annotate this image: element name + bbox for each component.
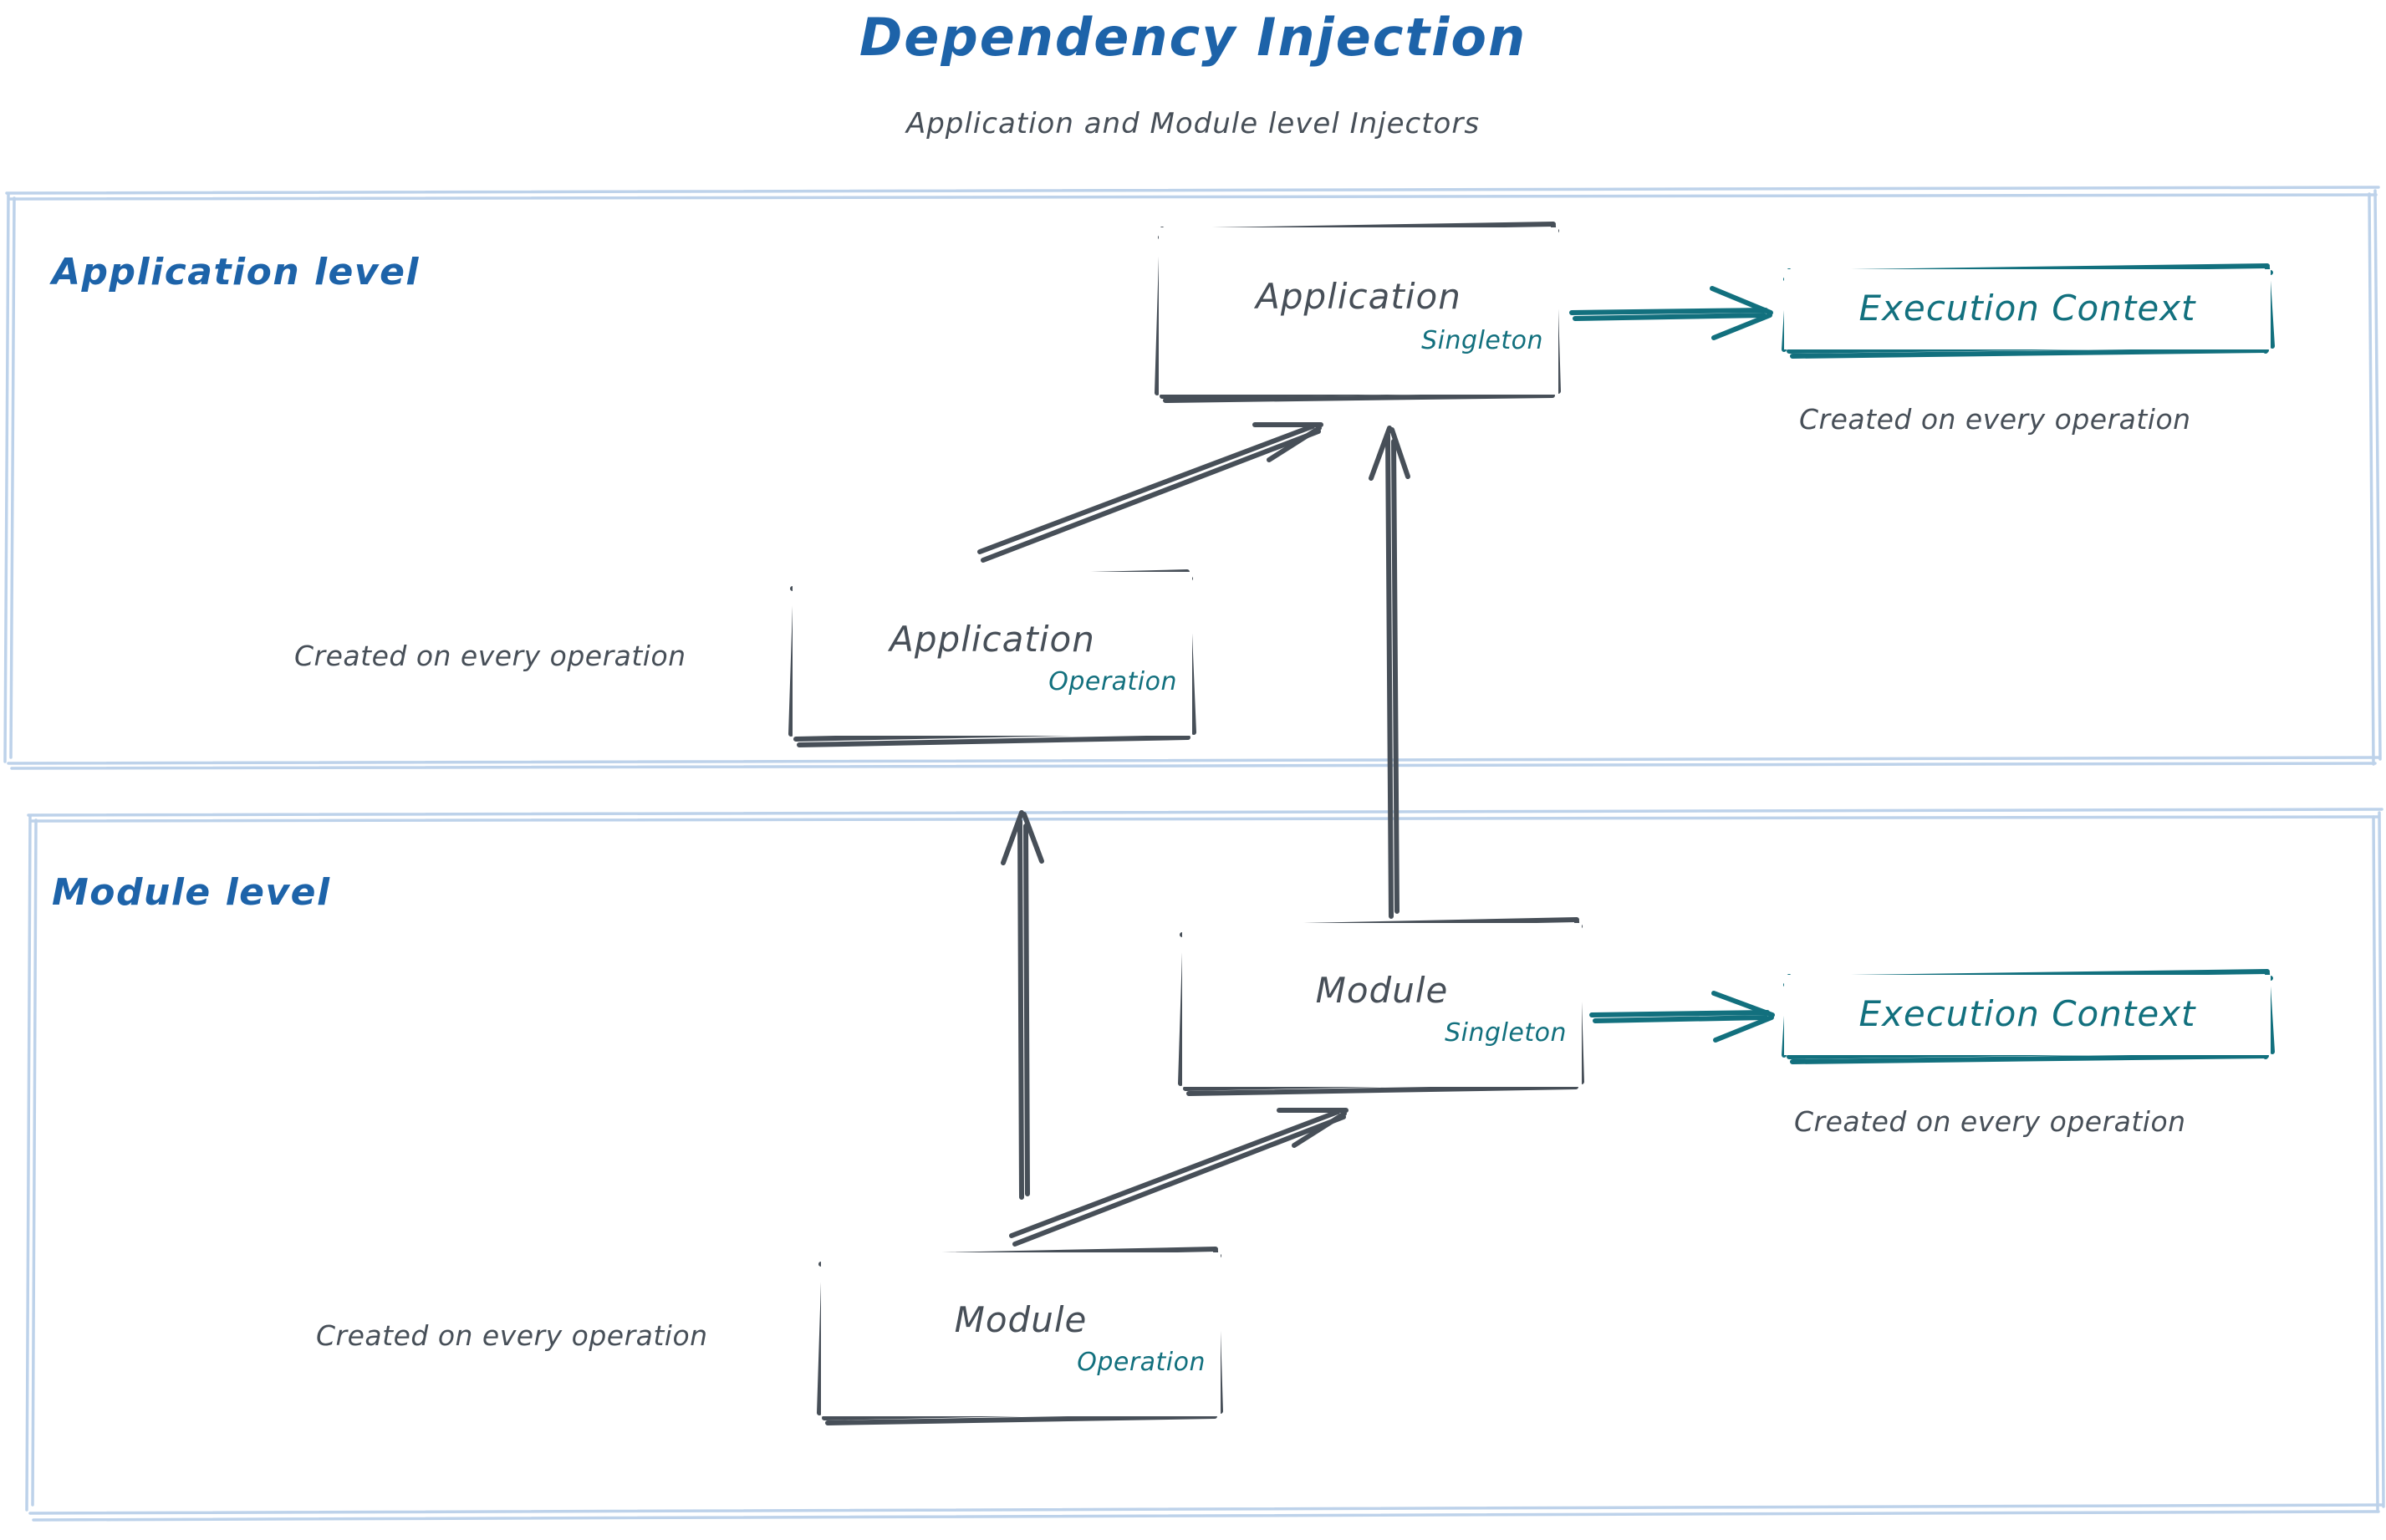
note-application-operation: Created on every operation [294, 640, 686, 672]
node-title: Application [1256, 276, 1461, 317]
node-application-operation[interactable]: Application Operation [793, 572, 1192, 736]
edge-module-singleton-to-app-singleton [1369, 426, 1410, 919]
page-title: Dependency Injection [859, 7, 1527, 68]
edge-module-operation-to-module-singleton [1009, 1108, 1348, 1247]
edge-app-operation-to-app-singleton [977, 422, 1323, 563]
container-label-module-level: Module level [52, 871, 331, 914]
node-scope-badge: Singleton [1445, 1018, 1567, 1048]
note-module-operation: Created on every operation [316, 1319, 708, 1352]
execution-context-application[interactable]: Execution Context [1784, 269, 2271, 349]
edge-module-singleton-to-execution-context [1589, 991, 1775, 1043]
node-scope-badge: Operation [1048, 667, 1177, 696]
execution-context-label: Execution Context [1858, 288, 2196, 329]
edge-module-operation-to-app-operation [1001, 810, 1044, 1200]
node-scope-badge: Singleton [1421, 326, 1543, 355]
node-title: Module [1315, 970, 1449, 1011]
note-execution-context-application: Created on every operation [1799, 403, 2191, 436]
edge-app-singleton-to-execution-context [1569, 286, 1773, 340]
node-title: Application [890, 619, 1095, 660]
page-subtitle: Application and Module level Injectors [905, 107, 1481, 140]
node-scope-badge: Operation [1077, 1348, 1206, 1377]
node-module-operation[interactable]: Module Operation [821, 1252, 1221, 1416]
node-module-singleton[interactable]: Module Singleton [1182, 923, 1582, 1087]
note-execution-context-module: Created on every operation [1794, 1105, 2186, 1138]
execution-context-label: Execution Context [1858, 993, 2196, 1034]
execution-context-module[interactable]: Execution Context [1784, 975, 2271, 1055]
node-application-singleton[interactable]: Application Singleton [1159, 227, 1558, 395]
container-label-application-level: Application level [52, 251, 420, 293]
node-title: Module [954, 1299, 1088, 1340]
